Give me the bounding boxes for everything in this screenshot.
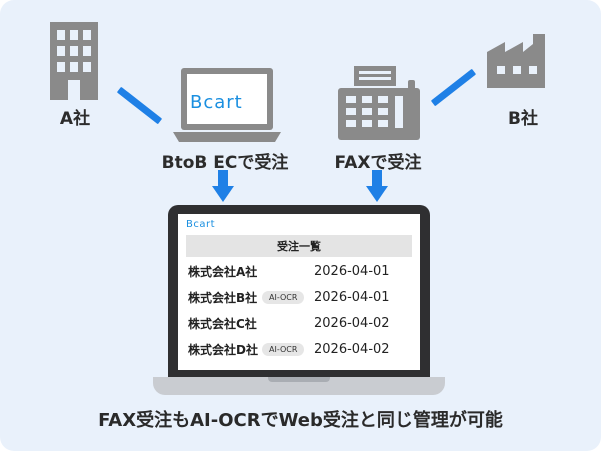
order-company: 株式会社B社 (188, 290, 258, 305)
large-laptop-notch (268, 377, 330, 382)
connector-line-b (430, 68, 477, 107)
order-row-2[interactable]: 株式会社B社 AI-OCR 2026-04-01 (178, 284, 420, 310)
arrow-down-left (212, 170, 234, 202)
company-a-label: A社 (59, 109, 91, 129)
order-company: 株式会社A社 (188, 264, 258, 279)
connector-line-a (116, 86, 163, 125)
order-list-header: 受注一覧 (186, 235, 412, 257)
factory-icon (487, 34, 545, 88)
order-row-3[interactable]: 株式会社C社 2026-04-02 (178, 310, 420, 336)
ai-ocr-badge: AI-OCR (262, 342, 305, 356)
order-company: 株式会社C社 (188, 316, 257, 331)
order-date: 2026-04-01 (314, 289, 390, 305)
large-laptop-base (153, 377, 445, 395)
ai-ocr-badge: AI-OCR (262, 290, 305, 304)
order-panel: Bcart 受注一覧 株式会社A社 2026-04-01 株式会社B社 AI-O… (178, 214, 420, 370)
arrow-down-right (366, 170, 388, 202)
left-device-label: BtoB ECで受注 (161, 153, 289, 173)
right-device-label: FAXで受注 (334, 153, 422, 173)
order-company: 株式会社D社 (188, 342, 258, 357)
caption: FAX受注もAI-OCRでWeb受注と同じ管理が可能 (98, 410, 503, 431)
order-date: 2026-04-01 (314, 263, 390, 279)
order-date: 2026-04-02 (314, 315, 390, 331)
panel-bcart-logo: Bcart (186, 219, 216, 230)
company-b-label: B社 (508, 109, 538, 129)
laptop-icon (173, 68, 281, 142)
bcart-logo: Bcart (190, 92, 243, 113)
order-row-1[interactable]: 株式会社A社 2026-04-01 (178, 258, 420, 284)
order-date: 2026-04-02 (314, 341, 390, 357)
office-building-icon (50, 22, 98, 100)
fax-machine-icon (338, 66, 420, 140)
order-row-4[interactable]: 株式会社D社 AI-OCR 2026-04-02 (178, 336, 420, 362)
